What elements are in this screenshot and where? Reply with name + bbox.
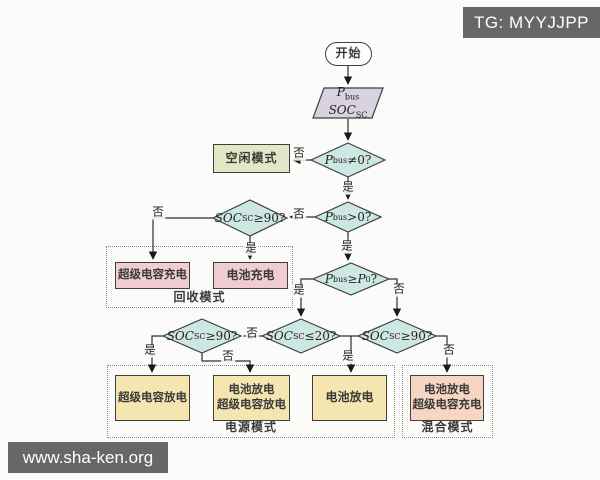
op-text: ≥90? (205, 329, 238, 343)
edge-yes-d2: 是 (340, 240, 354, 254)
edge-yes-d1: 是 (341, 181, 355, 195)
sub-text: bus (333, 274, 348, 284)
io-inputs-label: Pbus SOCSC (313, 85, 383, 120)
io-line1: Pbus (337, 85, 359, 102)
edge-no-le20: 否 (245, 327, 259, 341)
decision-pbus-gt0-shape (313, 201, 383, 233)
io-parallelogram-shape (312, 87, 384, 119)
battery-discharge-box: 电池放电 (312, 375, 387, 421)
start-terminal: 开始 (325, 42, 372, 66)
tg-watermark-badge: TG: MYYJJPP (463, 7, 600, 38)
var-text: SOC (214, 211, 242, 225)
edge-no-d1: 否 (292, 147, 306, 161)
op-text: ? (370, 272, 378, 286)
op-text: >0? (347, 210, 372, 224)
decision-soc-le20-shape (260, 318, 342, 354)
edge-yes-bat-discharge: 是 (341, 350, 355, 364)
idle-mode-box: 空闲模式 (213, 144, 290, 173)
var-text: P (336, 85, 345, 100)
sub-text: SC (355, 109, 368, 119)
battery-sc-discharge-line1: 电池放电 (228, 384, 275, 397)
var-text: SOC (361, 329, 389, 343)
idle-mode-label: 空闲模式 (225, 150, 278, 165)
sc-discharge-box: 超级电容放电 (115, 375, 190, 421)
battery-discharge-label: 电池放电 (325, 390, 374, 405)
sub-text: SC (292, 331, 305, 341)
decision-pbus-ne0-shape (309, 142, 387, 178)
edge-no-d2: 否 (292, 208, 306, 222)
sub-text: 0 (365, 274, 371, 284)
var-text: SOC (166, 329, 194, 343)
sub-text: bus (332, 212, 348, 222)
decision-soc-ge90-recovery-shape (211, 199, 289, 237)
battery-charge-box: 电池充电 (213, 262, 288, 289)
edge-no-d3: 否 (392, 283, 406, 297)
sub-text: SC (388, 331, 401, 341)
recovery-mode-group: 回收模式 (106, 246, 293, 308)
var-text: P (324, 210, 333, 224)
op-text: ≥90? (253, 211, 286, 225)
var-text: P (324, 272, 333, 286)
io-line2: SOCSC (329, 103, 368, 120)
battery-charge-label: 电池充电 (226, 267, 275, 282)
connector-hybrid-no (436, 335, 452, 373)
battery-discharge-sc-charge-line2: 超级电容充电 (412, 399, 482, 411)
battery-discharge-sc-charge-line1: 电池放电 (424, 384, 470, 397)
op-text: ≥90? (400, 329, 433, 343)
op-text: ≠0? (347, 153, 372, 167)
edge-no-recovery: 否 (151, 206, 165, 220)
edge-no-ge90-power: 否 (221, 350, 235, 364)
sub-text: SC (241, 213, 254, 223)
decision-pbus-ge-p0-shape (311, 262, 391, 296)
battery-sc-discharge-line2: 超级电容放电 (217, 399, 286, 411)
sc-charge-label: 超级电容充电 (118, 269, 187, 282)
op-text: ≤20? (304, 329, 337, 343)
site-watermark-badge: www.sha-ken.org (8, 442, 168, 473)
decision-soc-ge90-hybrid-shape (356, 318, 438, 354)
start-label: 开始 (335, 46, 362, 61)
connector-d3-soc-ge90-no (389, 278, 402, 317)
edge-yes-recovery: 是 (244, 242, 258, 256)
hybrid-mode-label: 混合模式 (421, 420, 474, 434)
battery-discharge-sc-charge-box: 电池放电 超级电容充电 (410, 375, 484, 421)
connector-ge90-sc-discharge-yes (147, 335, 163, 373)
sub-text: SC (193, 331, 206, 341)
recovery-mode-label: 回收模式 (173, 290, 226, 304)
sub-text: bus (344, 92, 360, 102)
power-mode-label: 电源模式 (224, 420, 277, 434)
sub-text: bus (332, 155, 348, 165)
var-text: P (357, 272, 366, 286)
sc-discharge-label: 超级电容放电 (118, 391, 187, 404)
var-text: SOC (328, 102, 356, 117)
battery-sc-discharge-box: 电池放电 超级电容放电 (213, 375, 290, 421)
var-text: P (324, 153, 333, 167)
edge-no-ge90-hybrid: 否 (442, 344, 456, 358)
edge-yes-d3: 是 (292, 284, 306, 298)
var-text: SOC (265, 329, 293, 343)
edge-yes-ge90-power: 是 (143, 344, 157, 358)
connector-recovery-sc-charge-no (148, 217, 213, 260)
connector-d3-soc-le20-yes (296, 278, 313, 317)
decision-soc-ge90-power-shape (161, 318, 243, 354)
sc-charge-box: 超级电容充电 (115, 262, 190, 289)
op-text: ≥ (347, 272, 358, 286)
